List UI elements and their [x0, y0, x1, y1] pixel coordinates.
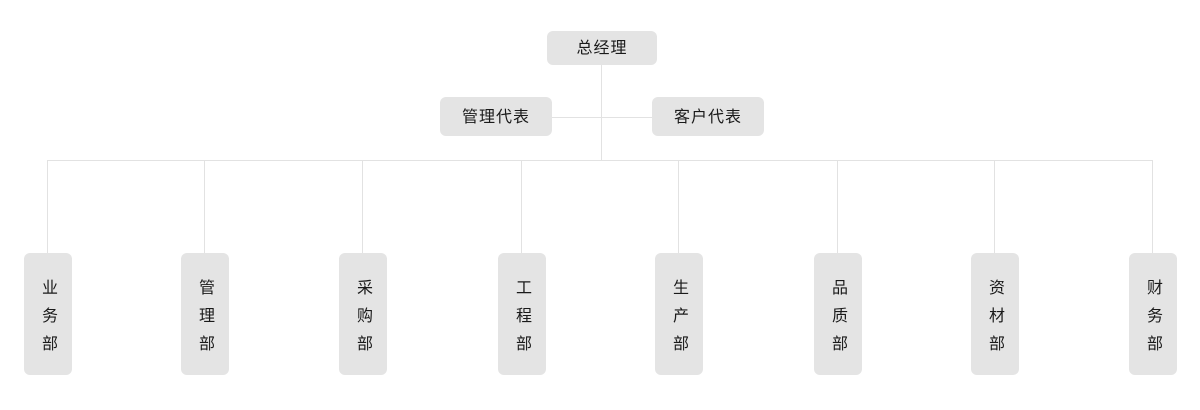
node-dept-finance[interactable]: 财务部 [1129, 253, 1177, 375]
node-dept-business-label: 业务部 [39, 279, 58, 363]
connector-bus-to-dept-8 [1152, 160, 1153, 253]
node-dept-purchasing-label: 采购部 [354, 279, 373, 363]
node-dept-business[interactable]: 业务部 [24, 253, 72, 375]
connector-bus-to-dept-4 [521, 160, 522, 253]
node-dept-quality[interactable]: 品质部 [814, 253, 862, 375]
connector-department-bus [47, 160, 1153, 161]
node-general-manager-label: 总经理 [576, 38, 628, 57]
node-dept-engineering[interactable]: 工程部 [498, 253, 546, 375]
connector-bus-to-dept-5 [678, 160, 679, 253]
node-dept-purchasing[interactable]: 采购部 [339, 253, 387, 375]
node-dept-management-label: 管理部 [196, 279, 215, 363]
node-customer-representative[interactable]: 客户代表 [652, 97, 764, 136]
node-management-representative-label: 管理代表 [461, 106, 530, 126]
connector-bus-to-dept-6 [837, 160, 838, 253]
node-customer-representative-label: 客户代表 [673, 106, 742, 126]
connector-bus-to-dept-3 [362, 160, 363, 253]
node-dept-finance-label: 财务部 [1144, 279, 1163, 363]
node-dept-production[interactable]: 生产部 [655, 253, 703, 375]
node-dept-quality-label: 品质部 [829, 279, 848, 363]
node-general-manager[interactable]: 总经理 [547, 31, 657, 65]
node-management-representative[interactable]: 管理代表 [440, 97, 552, 136]
node-dept-materials[interactable]: 资材部 [971, 253, 1019, 375]
connector-gm-to-bus [601, 65, 602, 161]
node-dept-management[interactable]: 管理部 [181, 253, 229, 375]
node-dept-engineering-label: 工程部 [513, 279, 532, 363]
connector-mgmt-to-cust-rep [552, 117, 652, 118]
node-dept-materials-label: 资材部 [986, 279, 1005, 363]
node-dept-production-label: 生产部 [670, 279, 689, 363]
connector-bus-to-dept-2 [204, 160, 205, 253]
connector-bus-to-dept-7 [994, 160, 995, 253]
connector-bus-to-dept-1 [47, 160, 48, 253]
